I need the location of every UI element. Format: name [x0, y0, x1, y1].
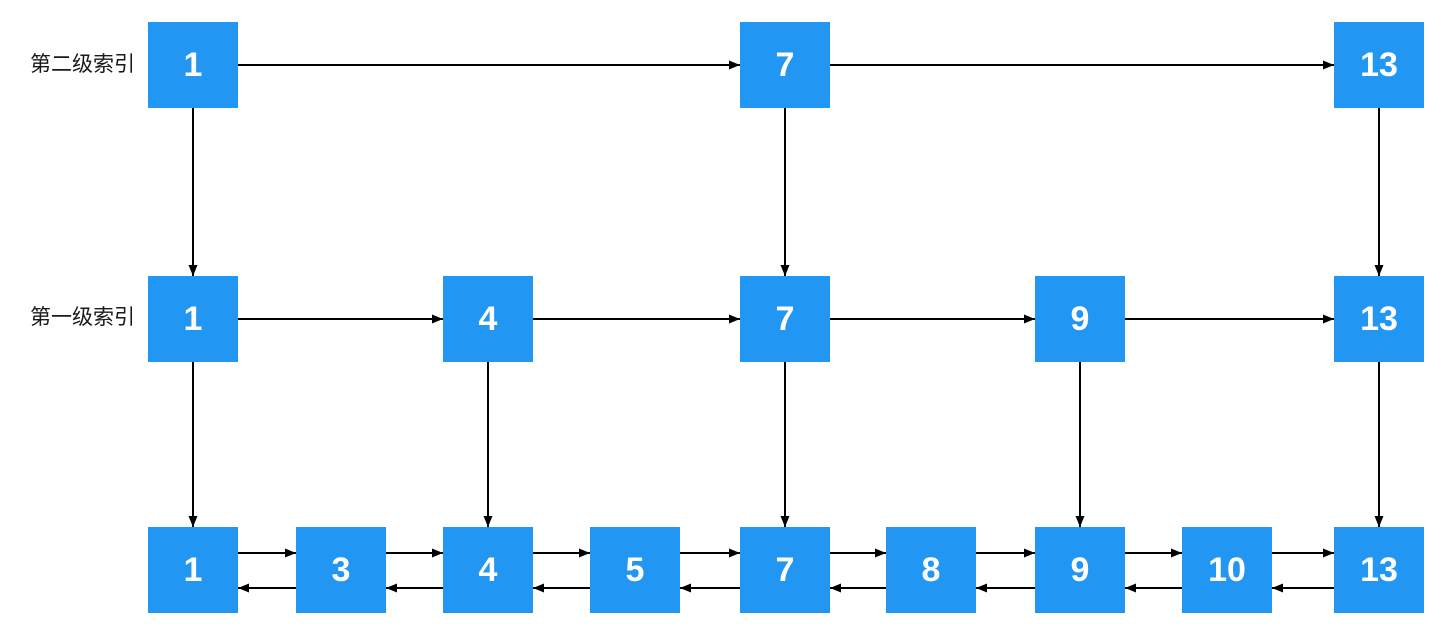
- node-level2-7: 7: [740, 22, 830, 108]
- node-level1-9: 9: [1035, 276, 1125, 362]
- node-level1-1: 1: [148, 276, 238, 362]
- node-level1-7: 7: [740, 276, 830, 362]
- row-label-first-level-index: 第一级索引: [30, 306, 135, 329]
- node-level1-13: 13: [1334, 276, 1424, 362]
- node-data-1: 1: [148, 527, 238, 613]
- node-data-7: 7: [740, 527, 830, 613]
- node-level2-1: 1: [148, 22, 238, 108]
- node-data-8: 8: [886, 527, 976, 613]
- node-level2-13: 13: [1334, 22, 1424, 108]
- node-data-4: 4: [443, 527, 533, 613]
- node-data-10: 10: [1182, 527, 1272, 613]
- node-data-9: 9: [1035, 527, 1125, 613]
- node-data-13: 13: [1334, 527, 1424, 613]
- node-level1-4: 4: [443, 276, 533, 362]
- row-label-second-level-index: 第二级索引: [30, 53, 135, 76]
- node-data-5: 5: [590, 527, 680, 613]
- node-data-3: 3: [296, 527, 386, 613]
